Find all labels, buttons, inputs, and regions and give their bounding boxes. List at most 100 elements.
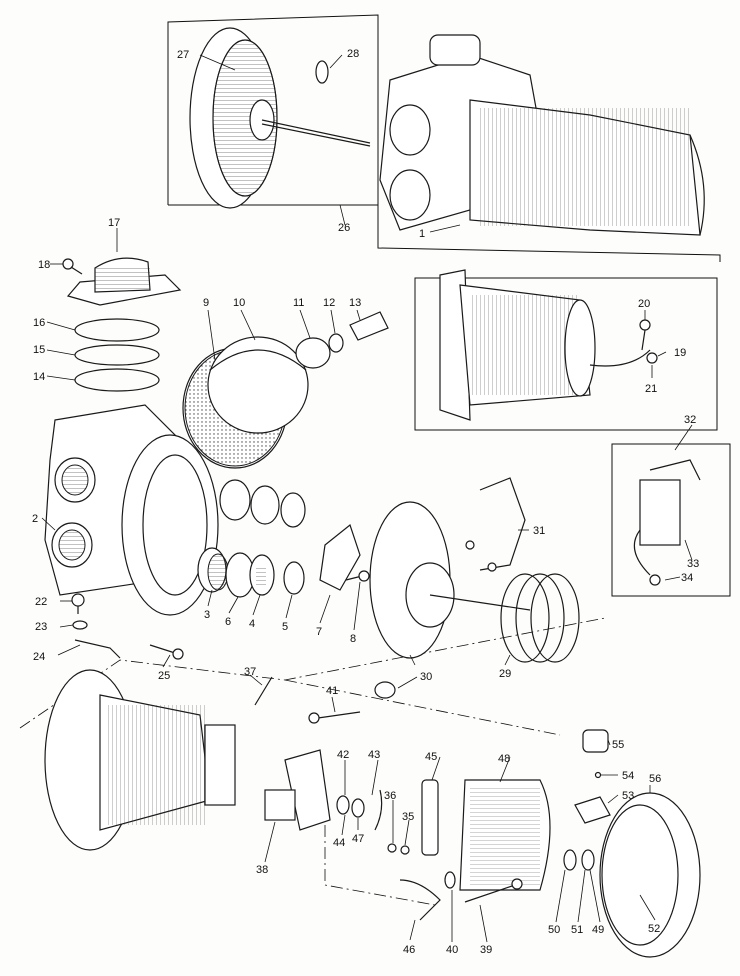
terminal-21 — [646, 352, 658, 364]
label-3: 3 — [204, 609, 210, 621]
label-32: 32 — [684, 414, 696, 426]
valve-3 — [197, 547, 229, 593]
end-cover-48 — [459, 779, 551, 891]
label-14: 14 — [33, 371, 45, 383]
label-10: 10 — [233, 297, 245, 309]
label-40: 40 — [446, 944, 458, 956]
screw-8 — [345, 570, 370, 582]
washer-12 — [328, 333, 344, 353]
label-5: 5 — [282, 621, 288, 633]
screw-18 — [62, 258, 83, 275]
label-22: 22 — [35, 596, 47, 608]
diaphragm-armature — [369, 501, 531, 659]
callout-lines — [41, 54, 693, 943]
label-29: 29 — [499, 668, 511, 680]
terminal-35-36 — [387, 843, 410, 855]
label-7: 7 — [316, 626, 322, 638]
washer-23 — [72, 620, 88, 630]
pin-37 — [254, 676, 273, 706]
label-16: 16 — [33, 317, 45, 329]
screw-22 — [71, 593, 85, 614]
label-15: 15 — [33, 344, 45, 356]
screw-13 — [349, 311, 389, 341]
bead-54 — [594, 771, 602, 779]
label-55: 55 — [612, 739, 624, 751]
label-19: 19 — [674, 347, 686, 359]
label-43: 43 — [368, 749, 380, 761]
washer-11 — [295, 337, 331, 369]
label-6: 6 — [225, 616, 231, 628]
label-50: 50 — [548, 924, 560, 936]
label-26: 26 — [338, 222, 350, 234]
label-38: 38 — [256, 864, 268, 876]
coil-housing-lower — [44, 669, 236, 851]
valve-4 — [249, 554, 275, 596]
nut-49-51 — [563, 849, 595, 871]
label-51: 51 — [571, 924, 583, 936]
terminal-20 — [639, 319, 651, 351]
label-53: 53 — [622, 790, 634, 802]
contact-breaker-38 — [264, 749, 331, 831]
label-27: 27 — [177, 49, 189, 61]
screw-39 — [464, 878, 523, 903]
gasket-15 — [74, 344, 160, 366]
label-36: 36 — [384, 790, 396, 802]
spring-29 — [500, 573, 580, 663]
label-25: 25 — [158, 670, 170, 682]
label-31: 31 — [533, 525, 545, 537]
label-28: 28 — [347, 48, 359, 60]
label-13: 13 — [349, 297, 361, 309]
label-44: 44 — [333, 837, 345, 849]
label-24: 24 — [33, 651, 45, 663]
diaphragm-assembly — [189, 27, 371, 209]
washer-40 — [444, 871, 456, 889]
label-52: 52 — [648, 923, 660, 935]
inset-frame-coil — [414, 277, 718, 431]
label-11: 11 — [293, 297, 304, 309]
washers-upper — [219, 479, 306, 528]
label-1: 1 — [419, 228, 425, 240]
label-56: 56 — [649, 773, 661, 785]
label-39: 39 — [480, 944, 492, 956]
label-42: 42 — [337, 749, 349, 761]
callout-labels: 27 28 26 1 17 18 16 15 14 9 10 11 12 13 … — [32, 48, 699, 956]
label-20: 20 — [638, 298, 650, 310]
union-53 — [574, 796, 611, 824]
label-17: 17 — [108, 217, 120, 229]
seal-14 — [74, 368, 160, 392]
spring-plate-10 — [207, 336, 309, 434]
label-21: 21 — [645, 383, 657, 395]
contact-set-32 — [633, 459, 701, 586]
washer-5 — [283, 561, 305, 595]
pump-assembly-main — [379, 34, 705, 236]
label-4: 4 — [249, 618, 255, 630]
clip-46 — [399, 879, 441, 921]
label-49: 49 — [592, 924, 604, 936]
nut-washers-42-44 — [336, 795, 365, 818]
label-8: 8 — [350, 633, 356, 645]
clamp-plate-7 — [319, 523, 361, 591]
washer-28 — [315, 60, 329, 84]
cap-55 — [582, 729, 609, 753]
label-54: 54 — [622, 770, 634, 782]
gasket-flange — [121, 434, 219, 616]
bracket-31 — [465, 477, 526, 572]
resistor-45 — [421, 779, 439, 856]
roller-30 — [374, 681, 396, 699]
label-30: 30 — [420, 671, 432, 683]
label-9: 9 — [203, 297, 209, 309]
label-33: 33 — [687, 558, 699, 570]
main-assembly-frame — [377, 15, 721, 262]
inset-frame-contact-set — [611, 443, 731, 597]
cover-17 — [66, 257, 182, 306]
label-34: 34 — [681, 572, 693, 584]
label-37: 37 — [244, 666, 256, 678]
screw-41 — [308, 711, 361, 724]
label-2: 2 — [32, 513, 38, 525]
label-46: 46 — [403, 944, 415, 956]
clip-24 — [74, 639, 121, 659]
spring-blade-43-47 — [374, 789, 383, 831]
seal-16 — [74, 318, 160, 342]
label-18: 18 — [38, 259, 50, 271]
